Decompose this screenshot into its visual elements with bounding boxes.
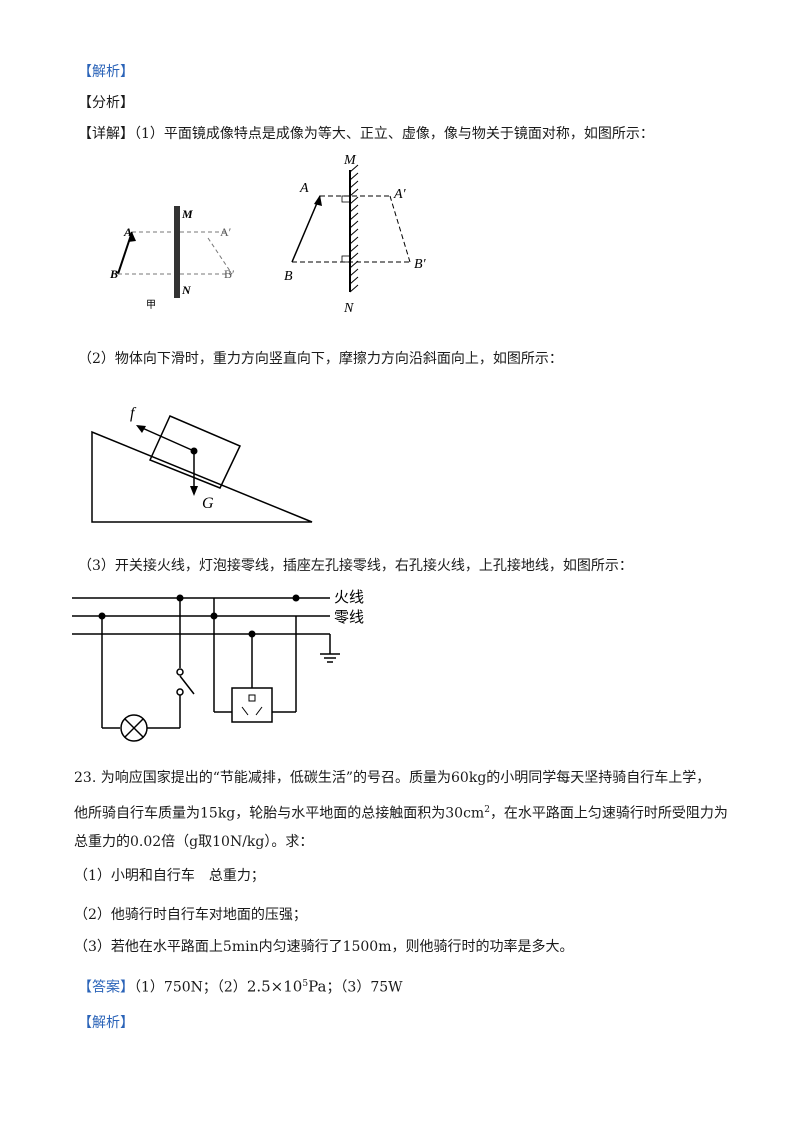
- sub-question-2: （2）他骑行时自行车对地面的压强；: [74, 907, 307, 923]
- label-B-prime-left: B′: [224, 267, 235, 281]
- mirror-hatching: [349, 164, 359, 293]
- question-line-2: 他所骑自行车质量为15kg，轮胎与水平地面的总接触面积为30cm2，在水平路面上…: [74, 805, 728, 822]
- center-of-mass-dot: [190, 447, 198, 455]
- sub-question-1: （1）小明和自行车 总重力；: [74, 868, 265, 884]
- part3-text: （3）开关接火线，灯泡接零线，插座左孔接零线，右孔接火线，上孔接地线，如图所示：: [78, 558, 633, 574]
- mirror-diagram-original: A B M N A′ B′ 甲: [109, 206, 235, 311]
- detail-label: 【详解】: [78, 126, 134, 142]
- analysis-subheading: 【分析】: [78, 95, 134, 111]
- part2-text: （2）物体向下滑时，重力方向竖直向下，摩擦力方向沿斜面向上，如图所示：: [78, 351, 563, 367]
- answer-line: 【答案】（1）750N；（2）2.5×105Pa；（3）75W: [78, 977, 403, 996]
- detail-text-1: （1）平面镜成像特点是成像为等大、正立、虚像，像与物关于镜面对称，如图所示：: [134, 126, 654, 142]
- answer-label: 【答案】: [78, 979, 134, 996]
- label-A-left: A: [123, 225, 132, 239]
- analysis-heading-2: 【解析】: [78, 1015, 134, 1031]
- label-M-left: M: [181, 207, 193, 221]
- friction-arrow: [139, 426, 195, 452]
- wiring-diagram: 火线 零线: [72, 589, 364, 742]
- label-G: G: [202, 495, 214, 512]
- question-line-3: 总重力的0.02倍（g取10N/kg）。求：: [74, 834, 314, 850]
- label-B-right: B: [284, 269, 293, 284]
- socket-icon: [231, 687, 273, 723]
- label-N-right: N: [343, 301, 354, 316]
- switch-icon: [179, 675, 195, 695]
- label-B-prime-right: B′: [414, 257, 427, 272]
- detail-paragraph-1: 【详解】（1）平面镜成像特点是成像为等大、正立、虚像，像与物关于镜面对称，如图所…: [78, 124, 654, 144]
- inclined-plane: [91, 430, 313, 523]
- label-A-right: A: [299, 181, 309, 196]
- mirror-left: [174, 206, 180, 298]
- sliding-block: [148, 415, 242, 489]
- sub-question-3: （3）若他在水平路面上5min内匀速骑行了1500m，则他骑行时的功率是多大。: [74, 939, 574, 955]
- live-wire-label: 火线: [334, 589, 364, 606]
- label-A-prime-right: A′: [393, 187, 407, 202]
- label-A-prime-left: A′: [220, 225, 232, 239]
- label-M-right: M: [343, 153, 357, 168]
- incline-diagram: f G: [91, 405, 313, 523]
- label-B-left: B: [109, 267, 118, 281]
- object-arrow-right: [291, 195, 321, 263]
- mirror-diagram-answer: A B M N A′ B′: [284, 153, 427, 316]
- caption-jia: 甲: [146, 300, 156, 311]
- label-N-left: N: [181, 283, 192, 297]
- neutral-wire-label: 零线: [334, 609, 364, 626]
- question-line-1: 23. 为响应国家提出的“节能减排，低碳生活”的号召。质量为60kg的小明同学每…: [74, 770, 711, 786]
- analysis-heading-1: 【解析】: [78, 64, 134, 80]
- label-f: f: [130, 405, 137, 422]
